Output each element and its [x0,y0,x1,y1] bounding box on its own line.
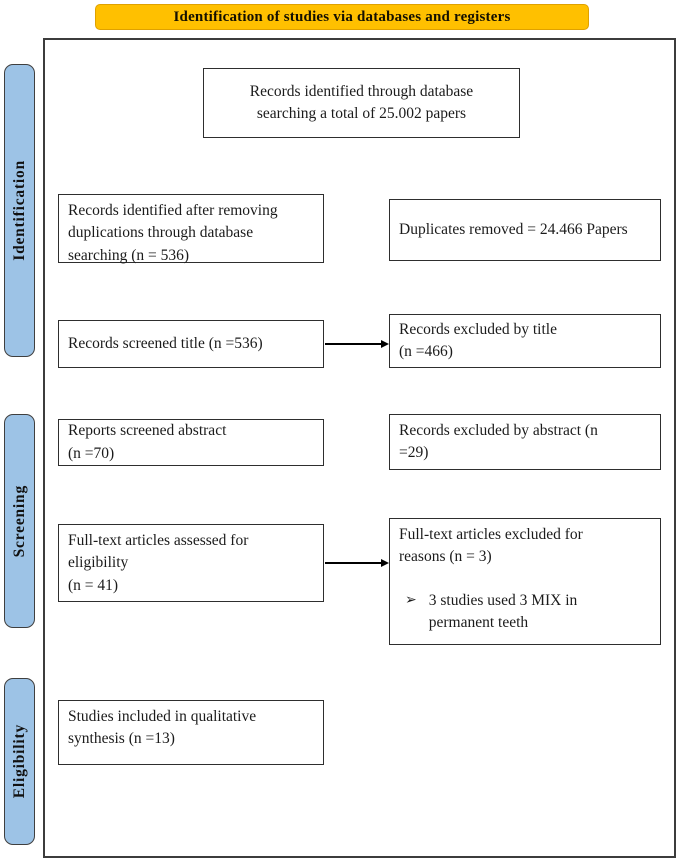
box-records-identified: Records identified through database sear… [203,68,520,138]
box-reports-screened-abstract-text: Reports screened abstract (n =70) [68,422,227,462]
arrow-screened-title-to-excluded [325,338,389,350]
bullet-item-text: 3 studies used 3 MIX in permanent teeth [428,591,578,632]
box-fulltext-excluded: Full-text articles excluded for reasons … [389,518,661,645]
box-studies-included-text: Studies included in qualitative synthesi… [68,708,257,748]
box-fulltext-excluded-text: Full-text articles excluded for reasons … [399,526,583,566]
box-records-after-dedup-text: Records identified after removing duplic… [68,202,278,264]
bullet-item: ➢ 3 studies used 3 MIX in permanent teet… [399,590,577,635]
box-fulltext-assessed: Full-text articles assessed for eligibil… [58,524,324,602]
box-records-identified-text: Records identified through database sear… [249,82,474,122]
stage-eligibility: Eligibility [4,678,35,845]
box-records-screened-title: Records screened title (n =536) [58,320,324,368]
box-records-screened-title-text: Records screened title (n =536) [68,334,263,352]
box-records-excluded-title: Records excluded by title (n =466) [389,314,661,368]
arrow-head-icon [381,340,389,348]
arrow-bullet-icon: ➢ [405,592,417,608]
arrow-fulltext-assessed-to-excluded [325,557,389,569]
box-duplicates-removed-text: Duplicates removed = 24.466 Papers [399,220,628,238]
box-records-excluded-abstract-text: Records excluded by abstract (n =29) [399,421,598,461]
box-reports-screened-abstract: Reports screened abstract (n =70) [58,419,324,466]
box-studies-included: Studies included in qualitative synthesi… [58,700,324,765]
stage-eligibility-label: Eligibility [10,724,28,799]
banner-label: Identification of studies via databases … [173,8,511,25]
arrow-head-icon [381,559,389,567]
arrow-line [325,343,381,345]
stage-identification-label: Identification [10,160,28,261]
banner: Identification of studies via databases … [95,4,589,30]
box-duplicates-removed: Duplicates removed = 24.466 Papers [389,199,661,261]
box-records-excluded-abstract: Records excluded by abstract (n =29) [389,414,661,470]
box-fulltext-assessed-text: Full-text articles assessed for eligibil… [68,532,249,594]
stage-screening: Screening [4,414,35,628]
stage-identification: Identification [4,64,35,357]
stage-screening-label: Screening [10,484,28,558]
box-records-excluded-title-text: Records excluded by title (n =466) [399,320,557,360]
arrow-line [325,562,381,564]
box-records-after-dedup: Records identified after removing duplic… [58,194,324,264]
